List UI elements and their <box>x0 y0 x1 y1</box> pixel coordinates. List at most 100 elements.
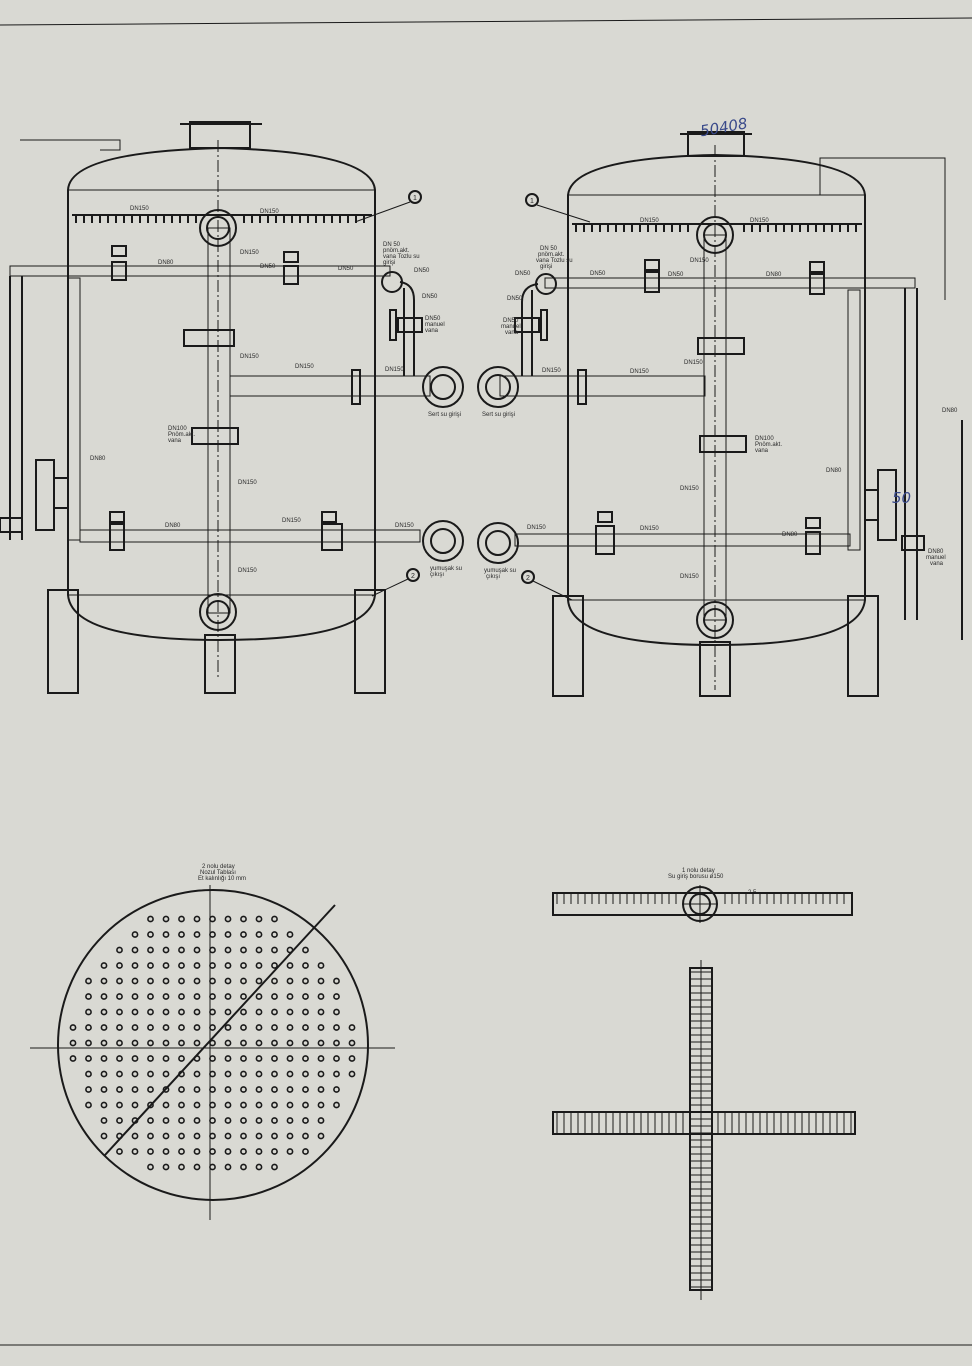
nozzle-hole <box>147 1148 154 1155</box>
right-riser-valve <box>697 337 745 355</box>
nozzle-hole <box>240 1086 247 1093</box>
nozzle-hole <box>317 1101 325 1109</box>
nozzle-hole <box>302 1148 309 1155</box>
nozzle-hole <box>178 1039 185 1047</box>
pneumatic-valve-label: DN100 Pnöm.akt. vana <box>168 426 197 444</box>
pipe-size-label: DN50 <box>590 271 606 277</box>
nozzle-hole <box>286 962 294 969</box>
right-tank-leg <box>699 641 731 697</box>
nozzle-hole <box>178 1163 185 1171</box>
nozzle-hole <box>333 1024 340 1031</box>
nozzle-hole <box>85 1101 92 1109</box>
nozzle-hole <box>224 962 232 969</box>
nozzle-hole <box>224 915 232 923</box>
nozzle-hole <box>147 962 154 969</box>
nozzle-hole <box>224 1132 232 1140</box>
nozzle-hole <box>162 1086 170 1093</box>
nozzle-hole <box>100 962 108 969</box>
nozzle-hole <box>240 946 247 954</box>
nozzle-hole <box>255 1086 263 1093</box>
nozzle-hole <box>224 993 232 1000</box>
soft-water-outlet-label: yumuşak su çıkışı <box>430 566 464 578</box>
nozzle-hole <box>271 931 278 938</box>
nozzle-hole <box>302 993 309 1000</box>
pipe-size-label: DN150 <box>527 525 546 531</box>
nozzle-hole <box>209 931 216 938</box>
nozzle-hole <box>116 1117 123 1124</box>
nozzle-hole <box>147 1117 154 1124</box>
left-valve-actuator <box>111 245 127 257</box>
nozzle-hole <box>131 962 139 969</box>
nozzle-hole <box>317 1055 325 1062</box>
nozzle-hole <box>147 1055 154 1062</box>
nozzle-hole <box>271 993 278 1000</box>
nozzle-hole <box>100 993 108 1000</box>
nozzle-hole <box>162 1148 170 1155</box>
nozzle-hole <box>224 931 232 938</box>
nozzle-hole <box>162 1039 170 1047</box>
nozzle-hole <box>193 1101 201 1109</box>
nozzle-hole <box>193 1117 201 1124</box>
pipe-size-label: DN50 <box>414 268 430 274</box>
nozzle-hole <box>116 1148 123 1155</box>
pipe-size-label: DN150 <box>542 368 561 374</box>
pipe-size-label: DN150 <box>260 209 279 215</box>
nozzle-hole <box>209 1024 216 1031</box>
right-pneumatic-valve <box>699 435 747 453</box>
svg-text:2: 2 <box>411 573 415 580</box>
left-tank-shell <box>67 146 376 642</box>
nozzle-hole <box>271 1148 278 1155</box>
nozzle-hole <box>317 1008 325 1016</box>
nozzle-hole <box>85 1086 92 1093</box>
nozzle-hole <box>100 1086 108 1093</box>
nozzle-hole <box>224 1024 232 1031</box>
nozzle-hole <box>193 1148 201 1155</box>
nozzle-hole <box>131 1039 139 1047</box>
detail-1-inlet-distributor: 1 nolu detay Su giriş borusu ø150 2.5 <box>552 868 856 1300</box>
nozzle-hole <box>100 977 108 985</box>
nozzle-hole <box>162 1132 170 1140</box>
pipe-size-label: DN150 <box>395 523 414 529</box>
pneumatic-valve-label: DN 50 pnöm.akt. vana Tozlu su girişi <box>536 246 574 270</box>
nozzle-hole <box>116 962 123 969</box>
nozzle-hole <box>271 1163 278 1171</box>
nozzle-hole <box>162 1101 170 1109</box>
nozzle-hole <box>286 931 294 938</box>
left-bottom-flange <box>199 593 237 631</box>
nozzle-hole <box>255 1039 263 1047</box>
nozzle-hole <box>224 1163 232 1171</box>
right-tank-labels: DN150 DN150 DN150 DN 50 pnöm.akt. vana T… <box>482 218 958 580</box>
left-side-flange <box>35 459 55 531</box>
nozzle-hole <box>178 1086 185 1093</box>
nozzle-hole <box>302 1055 309 1062</box>
nozzle-hole <box>100 1039 108 1047</box>
nozzle-hole <box>302 1024 309 1031</box>
right-upper-pipe <box>544 277 916 289</box>
nozzle-hole <box>286 993 294 1000</box>
right-tank-shell <box>567 153 866 647</box>
nozzle-hole <box>333 1086 340 1093</box>
nozzle-hole <box>147 1101 154 1109</box>
nozzle-hole <box>271 1070 278 1078</box>
nozzle-hole <box>333 1039 340 1047</box>
nozzle-hole <box>271 1055 278 1062</box>
nozzle-hole <box>193 915 201 923</box>
nozzle-hole <box>116 1055 123 1062</box>
nozzle-hole <box>85 1008 92 1016</box>
nozzle-hole <box>302 1132 309 1140</box>
nozzle-hole <box>209 915 216 923</box>
nozzle-hole <box>286 1101 294 1109</box>
nozzle-hole <box>286 1086 294 1093</box>
nozzle-hole <box>193 1070 201 1078</box>
nozzle-hole <box>131 1132 139 1140</box>
pipe-size-label: DN80 <box>826 468 842 474</box>
nozzle-hole <box>209 977 216 985</box>
nozzle-hole <box>255 1055 263 1062</box>
nozzle-hole <box>255 977 263 985</box>
pipe-size-label: DN150 <box>630 369 649 375</box>
nozzle-hole <box>255 1008 263 1016</box>
pipe-size-label: DN50 <box>515 271 531 277</box>
right-hard-water-inlet-flange <box>477 366 519 408</box>
nozzle-hole <box>116 993 123 1000</box>
